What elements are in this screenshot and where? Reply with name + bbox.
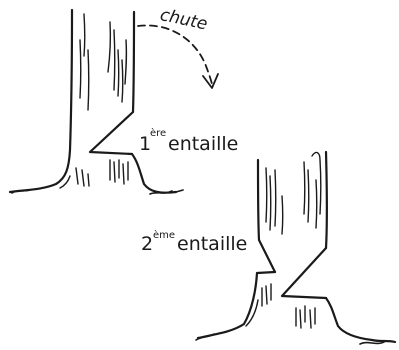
second-tree-stump-edge	[326, 298, 395, 342]
fall-arrow-curve	[138, 25, 212, 84]
first-tree-left-edge	[10, 10, 72, 192]
first-notch-suffix: ère	[150, 127, 166, 139]
second-tree-right-edge	[326, 152, 327, 248]
first-notch	[90, 112, 133, 154]
first-notch-word: entaille	[168, 133, 238, 155]
first-tree-right-edge	[133, 12, 134, 112]
first-tree	[10, 10, 183, 194]
second-notch-number: 2	[141, 233, 153, 255]
fall-label: chute	[158, 5, 209, 35]
second-notch-word: entaille	[177, 233, 247, 255]
second-notch-suffix: ème	[153, 229, 175, 241]
second-tree-lower-notch	[198, 272, 275, 338]
second-tree-ground	[196, 334, 384, 344]
first-tree-stump-edge	[132, 154, 176, 193]
fall-arrow	[138, 25, 218, 88]
second-tree-upper-notch	[282, 248, 326, 298]
labels: chute 1 ère entaille 2 ème entaille	[139, 5, 247, 255]
